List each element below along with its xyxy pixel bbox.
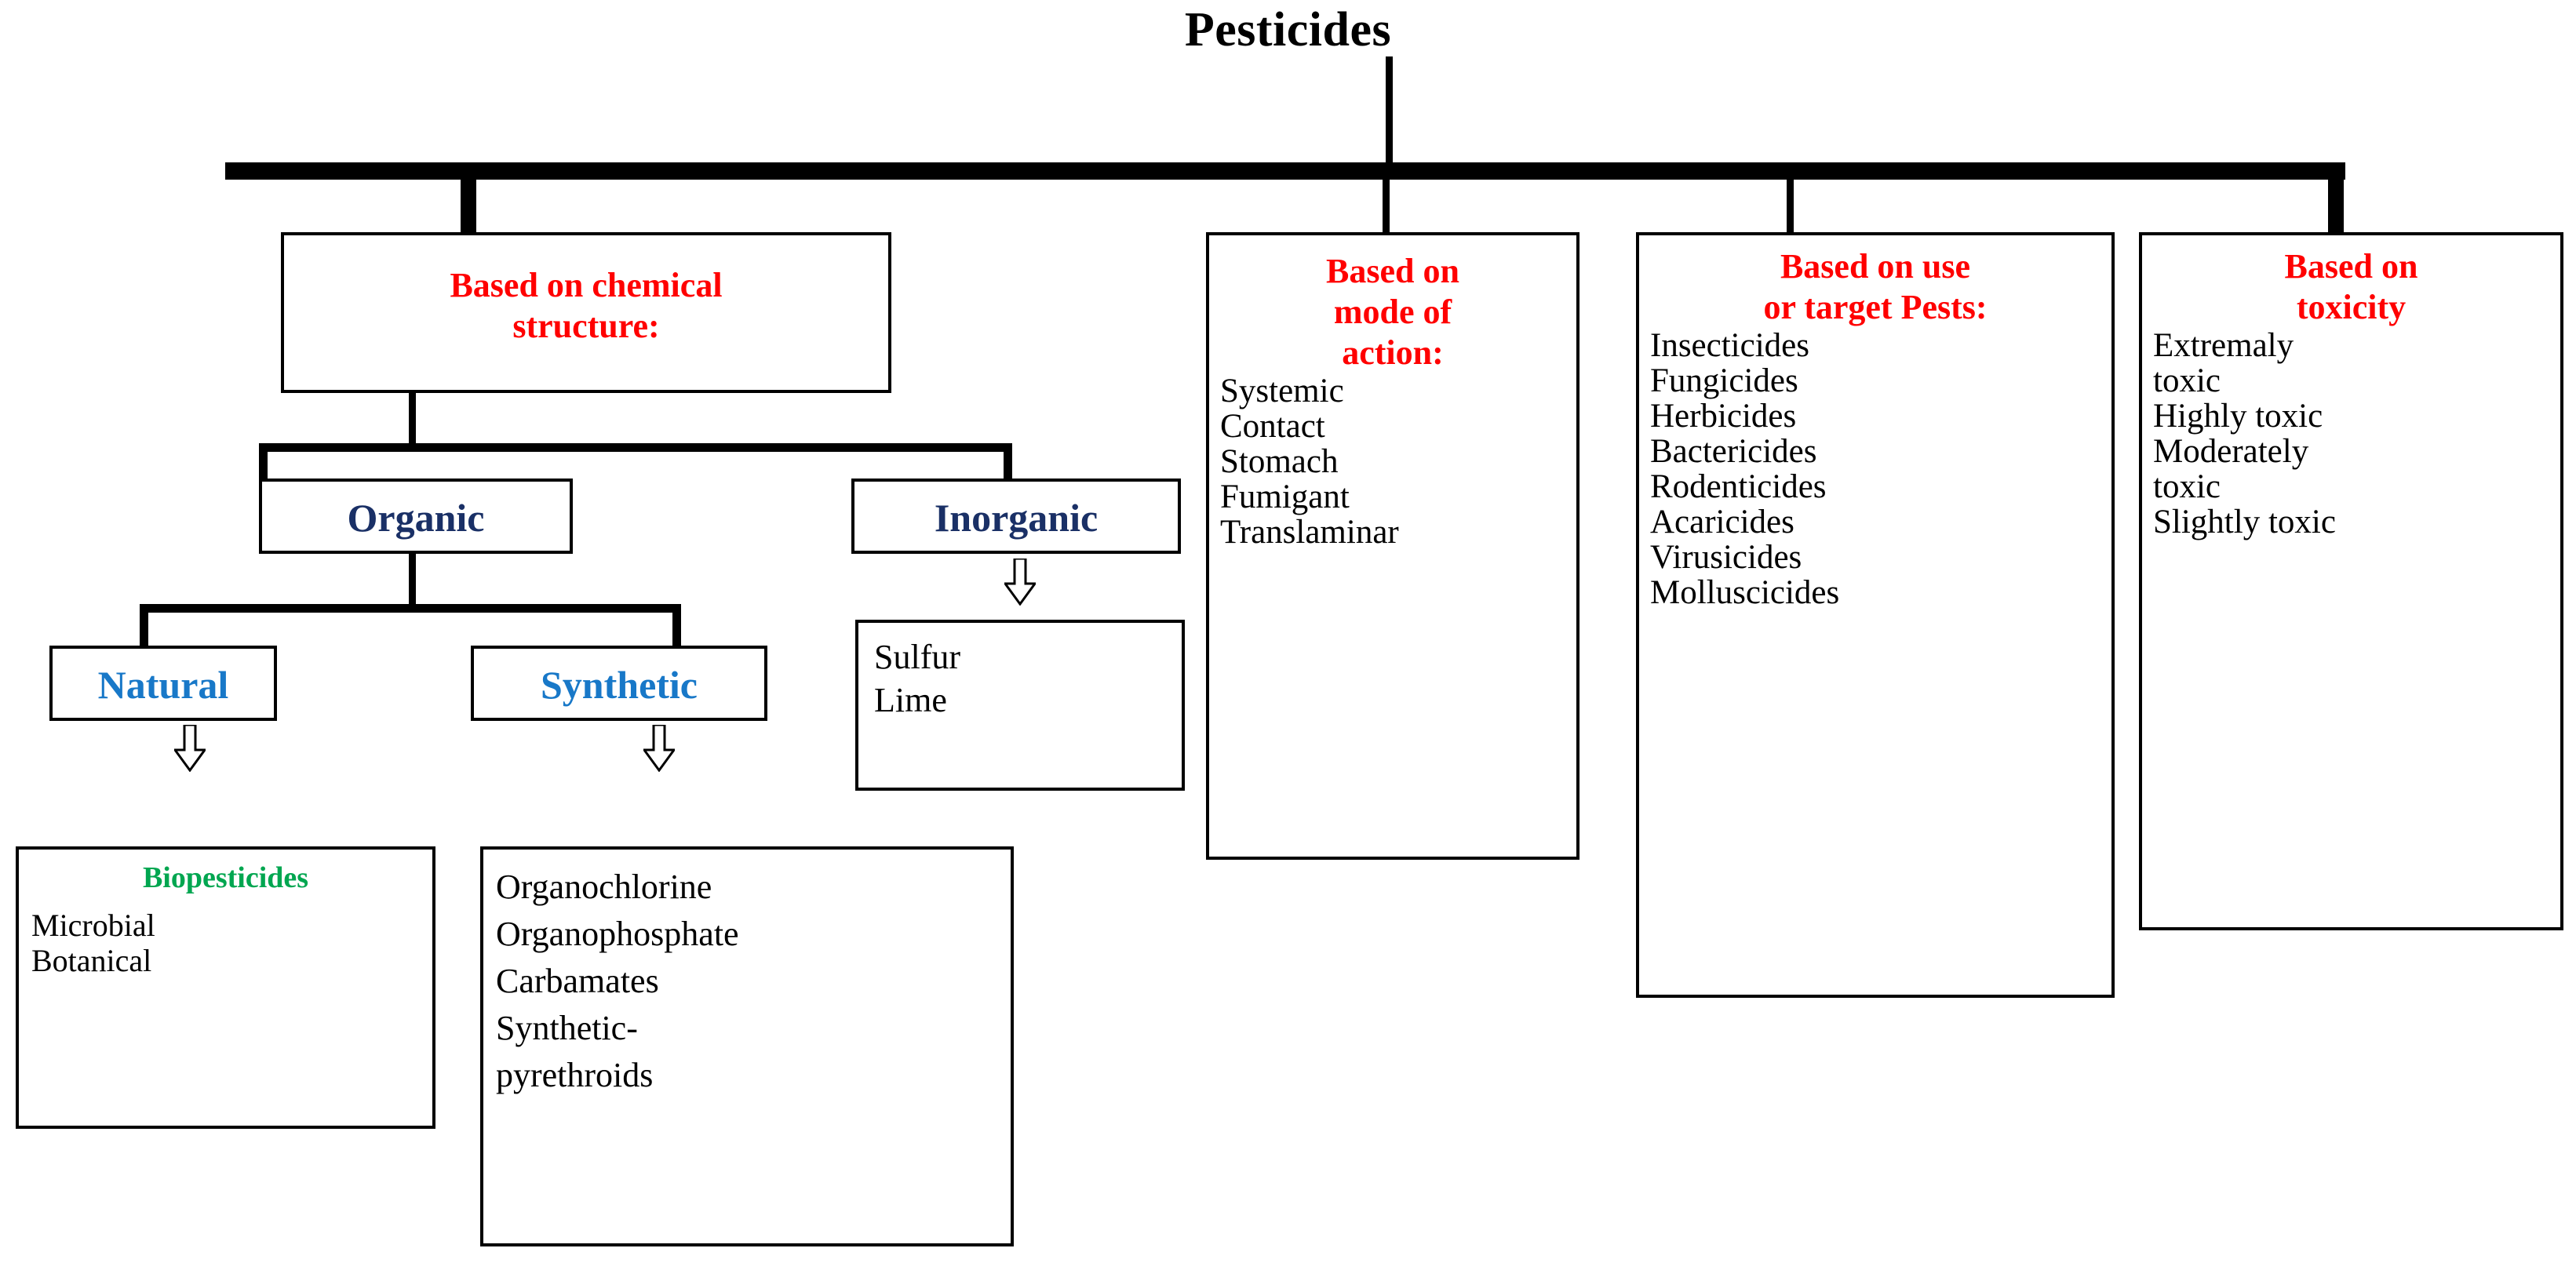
list-item: Slightly toxic (2153, 504, 2336, 540)
list-item: Rodenticides (1650, 468, 1827, 505)
list-item: Virusicides (1650, 539, 1802, 576)
biopesticides-heading: Biopesticides (142, 861, 309, 894)
mode-heading-line1: Based on (1326, 252, 1459, 290)
synthetic-label: Synthetic (541, 663, 698, 707)
toxicity-heading-line1: Based on (2284, 247, 2418, 286)
root-connector-stem (1386, 56, 1393, 162)
organic-split-stem (409, 554, 416, 609)
list-item: toxic (2153, 468, 2221, 505)
list-item: Bactericides (1650, 433, 1817, 470)
node-based-on-toxicity[interactable]: Based on toxicity Extremaly toxic Highly… (2139, 232, 2563, 930)
list-item: Lime (874, 681, 947, 719)
node-based-on-chemical-structure[interactable]: Based on chemical structure: (281, 232, 891, 393)
list-item: Translaminar (1220, 514, 1399, 551)
list-item: Extremaly (2153, 327, 2294, 364)
list-item: Moderately (2153, 433, 2309, 470)
list-item: Molluscicides (1650, 574, 1840, 611)
organic-split-right-drop (672, 604, 681, 650)
node-based-on-mode-of-action[interactable]: Based on mode of action: Systemic Contac… (1206, 232, 1579, 860)
chemical-split-right-drop (1004, 443, 1012, 482)
node-based-on-use-or-target-pests[interactable]: Based on use or target Pests: Insecticid… (1636, 232, 2115, 998)
connector-drop-toxicity (2328, 180, 2344, 235)
toxicity-heading-line2: toxicity (2296, 288, 2407, 326)
list-item: Botanical (31, 943, 152, 978)
chemical-heading-line2: structure: (512, 307, 660, 345)
node-inorganic-examples[interactable]: Sulfur Lime (855, 620, 1185, 791)
list-item: Stomach (1220, 443, 1339, 480)
list-item: pyrethroids (496, 1056, 654, 1094)
list-item: Carbamates (496, 962, 659, 1000)
organic-label: Organic (347, 496, 485, 540)
down-arrow-icon (643, 725, 675, 772)
inorganic-examples-list: Sulfur Lime (874, 635, 1166, 722)
use-or-target-list: Insecticides Fungicides Herbicides Bacte… (1650, 328, 2101, 610)
chemical-split-bar (259, 443, 1012, 452)
synthetic-classes-list: Organochlorine Organophosphate Carbamate… (496, 864, 998, 1099)
root-connector-bar (225, 162, 2345, 180)
use-heading-line2: or target Pests: (1763, 288, 1988, 326)
list-item: Sulfur (874, 638, 960, 676)
chemical-heading-line1: Based on chemical (450, 266, 723, 304)
organic-split-bar (140, 604, 681, 613)
list-item: Organochlorine (496, 868, 712, 906)
mode-heading-line2: mode of (1333, 293, 1452, 331)
node-organic[interactable]: Organic (259, 479, 573, 554)
biopesticides-list: Microbial Botanical (31, 908, 420, 978)
list-item: Herbicides (1650, 398, 1797, 435)
list-item: Insecticides (1650, 327, 1809, 364)
list-item: Fumigant (1220, 479, 1350, 515)
use-heading-line1: Based on use (1780, 247, 1971, 286)
organic-split-left-drop (140, 604, 148, 650)
list-item: Fungicides (1650, 362, 1798, 399)
list-item: Systemic (1220, 373, 1344, 409)
list-item: Synthetic- (496, 1009, 638, 1047)
page-title: Pesticides (1184, 3, 1392, 56)
list-item: Acaricides (1650, 504, 1794, 540)
down-arrow-icon (174, 725, 206, 772)
node-synthetic-classes[interactable]: Organochlorine Organophosphate Carbamate… (480, 846, 1014, 1246)
toxicity-list: Extremaly toxic Highly toxic Moderately … (2153, 328, 2549, 540)
node-synthetic[interactable]: Synthetic (471, 646, 767, 721)
connector-drop-use (1787, 180, 1794, 235)
list-item: Microbial (31, 908, 155, 943)
chemical-split-stem (409, 393, 416, 449)
connector-drop-chemical (461, 180, 476, 235)
list-item: Contact (1220, 408, 1325, 445)
mode-of-action-list: Systemic Contact Stomach Fumigant Transl… (1220, 373, 1565, 550)
chemical-split-left-drop (259, 443, 268, 482)
list-item: Highly toxic (2153, 398, 2323, 435)
list-item: toxic (2153, 362, 2221, 399)
node-inorganic[interactable]: Inorganic (851, 479, 1181, 554)
list-item: Organophosphate (496, 915, 739, 953)
down-arrow-icon (1004, 559, 1036, 606)
node-natural[interactable]: Natural (49, 646, 277, 721)
node-biopesticides[interactable]: Biopesticides Microbial Botanical (16, 846, 435, 1129)
inorganic-label: Inorganic (934, 496, 1099, 540)
connector-drop-mode (1383, 180, 1390, 235)
mode-heading-line3: action: (1342, 333, 1444, 372)
natural-label: Natural (97, 663, 229, 707)
